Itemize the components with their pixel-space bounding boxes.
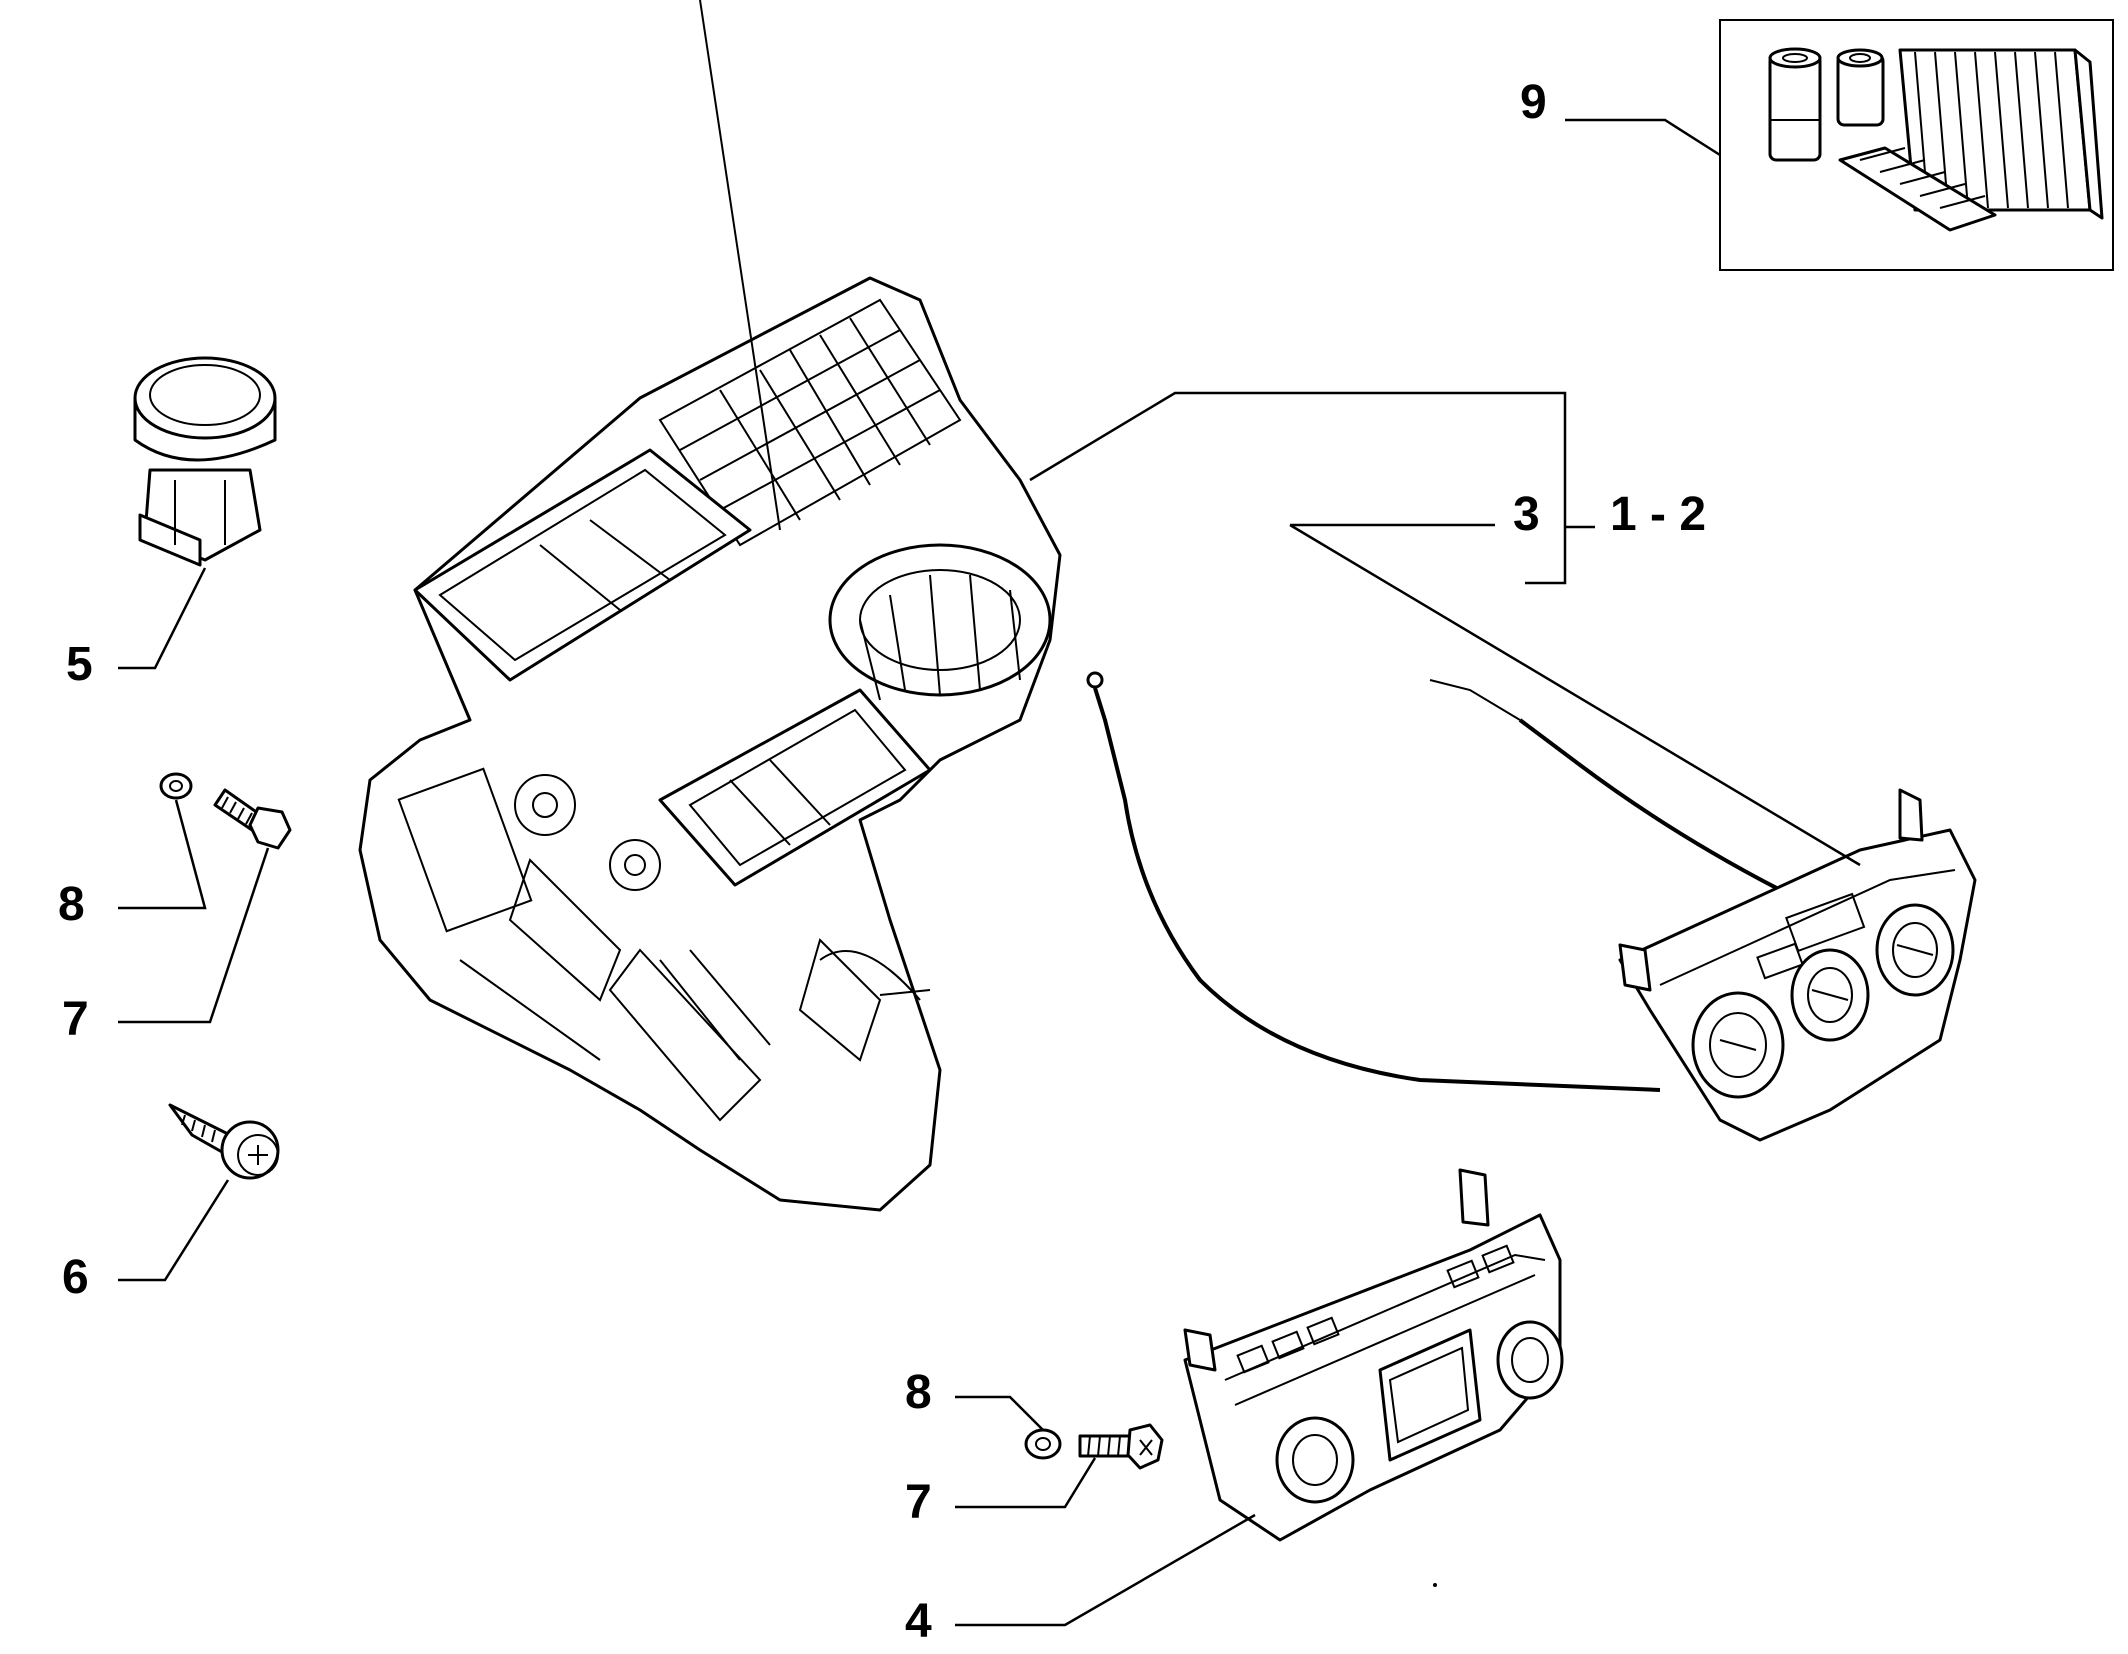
screw-icon [168,1103,280,1180]
hvac-unit-icon [358,0,1062,1212]
callout-6: 6 [62,1251,89,1304]
callout-8-bottom: 8 [905,1366,932,1419]
callout-1-2: 1 - 2 [1610,488,1706,541]
washer-icon [159,772,193,800]
leader-lines [118,118,1861,1627]
filter-kit-icon [1719,19,2114,271]
cap-icon [133,356,277,567]
cable-icon [1086,671,1801,1092]
callout-7-left: 7 [62,993,89,1046]
washer-icon [1024,1428,1062,1460]
manual-control-panel-icon [1618,788,1977,1142]
callout-9: 9 [1520,76,1547,129]
automatic-control-panel-icon [1183,1168,1564,1542]
callout-4: 4 [905,1595,932,1648]
callout-3: 3 [1513,488,1540,541]
callout-8-left: 8 [58,878,85,931]
callout-5: 5 [66,638,93,691]
callout-7-bottom: 7 [905,1476,932,1529]
bolt-icon [1078,1423,1164,1470]
bolt-icon [213,788,292,850]
